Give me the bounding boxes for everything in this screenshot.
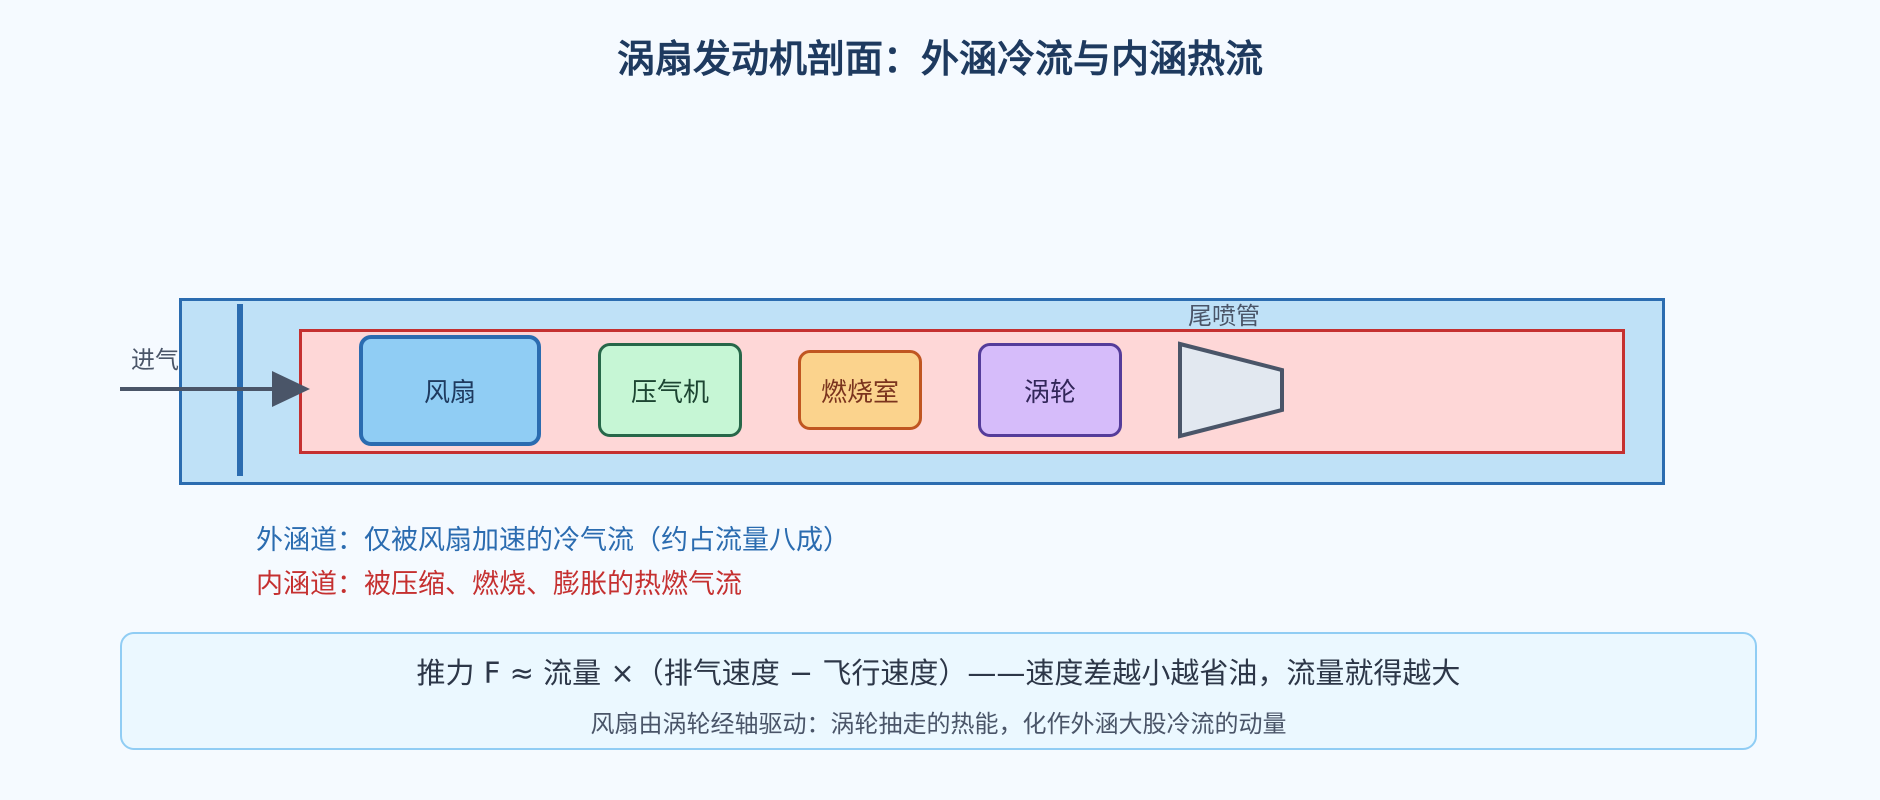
- bypass-legend: 外涵道：仅被风扇加速的冷气流（约占流量八成）: [256, 525, 850, 556]
- turbine-label: 涡轮: [1023, 377, 1076, 408]
- combustor-label: 燃烧室: [820, 377, 899, 408]
- nozzle-shape: [1178, 341, 1284, 439]
- turbine-block: 涡轮: [978, 343, 1122, 437]
- nozzle-label: 尾喷管: [1188, 302, 1260, 330]
- compressor-label: 压气机: [630, 377, 709, 408]
- fan-block: 风扇: [359, 335, 541, 446]
- thrust-formula: 推力 F ≈ 流量 ×（排气速度 − 飞行速度）——速度差越小越省油，流量就得越…: [416, 656, 1461, 690]
- compressor-block: 压气机: [598, 343, 742, 437]
- intake-label: 进气: [131, 346, 179, 374]
- combustor-block: 燃烧室: [798, 350, 922, 430]
- core-legend: 内涵道：被压缩、燃烧、膨胀的热燃气流: [256, 569, 742, 600]
- formula-note: 风扇由涡轮经轴驱动：涡轮抽走的热能，化作外涵大股冷流的动量: [590, 710, 1287, 738]
- formula-box: 推力 F ≈ 流量 ×（排气速度 − 飞行速度）——速度差越小越省油，流量就得越…: [120, 632, 1757, 750]
- page-title: 涡扇发动机剖面：外涵冷流与内涵热流: [616, 37, 1263, 81]
- fan-label: 风扇: [423, 378, 476, 408]
- intake-arrow: [120, 371, 310, 407]
